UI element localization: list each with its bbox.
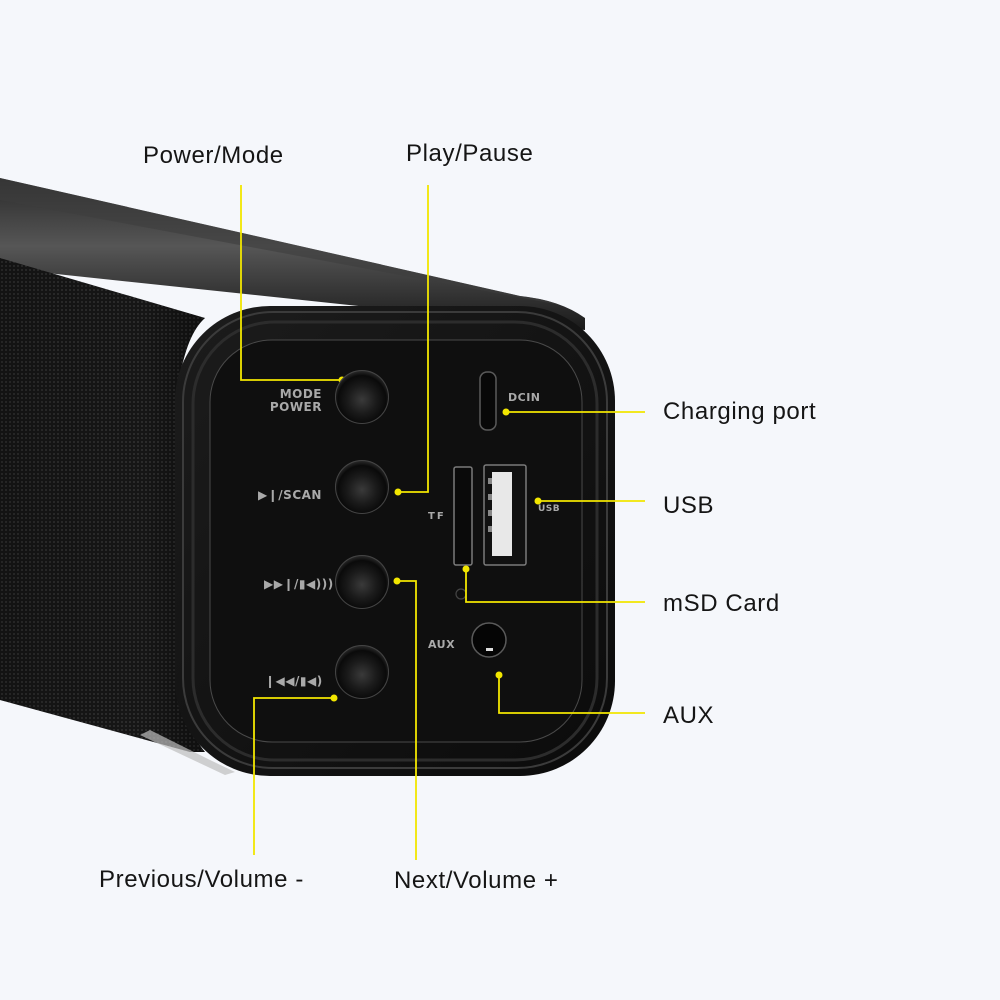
play-pause-button[interactable] (335, 460, 389, 514)
leader-aux (498, 675, 645, 714)
power-text: POWER (269, 399, 322, 414)
play-pause-icon: ▶❙/ (258, 488, 284, 502)
leader-play-pause (398, 185, 429, 493)
tf-card-slot (453, 466, 473, 566)
next-volume-up-button[interactable] (335, 555, 389, 609)
callout-aux: AUX (663, 702, 715, 729)
leader-power-mode (240, 185, 342, 381)
aux-printed-label: AUX (428, 638, 456, 651)
power-mode-button[interactable] (335, 370, 389, 424)
volume-up-icon: ▮◀))) (298, 577, 334, 591)
leader-msd-card (465, 569, 645, 603)
volume-down-icon: ▮◀) (299, 674, 323, 688)
callout-previous-volume-down: Previous/Volume - (99, 866, 304, 893)
callout-charging-port: Charging port (663, 398, 817, 425)
next-volume-up-printed-label: ▶▶❙/▮◀))) (264, 578, 334, 591)
aux-jack (471, 622, 507, 658)
callout-power-mode: Power/Mode (143, 142, 284, 169)
leader-lines (240, 185, 645, 860)
play-scan-printed-label: ▶❙/SCAN (258, 489, 322, 502)
previous-track-icon: ❙◀◀/ (265, 674, 300, 688)
tf-printed-label: TF (428, 511, 446, 522)
previous-volume-down-printed-label: ❙◀◀/▮◀) (265, 675, 323, 688)
dcin-port (479, 371, 497, 431)
scan-text: SCAN (283, 488, 322, 502)
usb-printed-label: USB (538, 504, 561, 514)
previous-volume-down-button[interactable] (335, 645, 389, 699)
mode-text: MODE (279, 387, 322, 401)
leader-previous-volume (253, 697, 334, 855)
next-track-icon: ▶▶❙/ (264, 577, 299, 591)
callout-play-pause: Play/Pause (406, 140, 534, 167)
callout-msd-card: mSD Card (663, 590, 780, 617)
mode-power-printed-label: MODE POWER (260, 388, 322, 413)
leader-next-volume (397, 580, 417, 860)
dcin-printed-label: DCIN (508, 391, 541, 404)
callout-next-volume-up: Next/Volume + (394, 867, 559, 894)
callout-usb: USB (663, 492, 715, 519)
